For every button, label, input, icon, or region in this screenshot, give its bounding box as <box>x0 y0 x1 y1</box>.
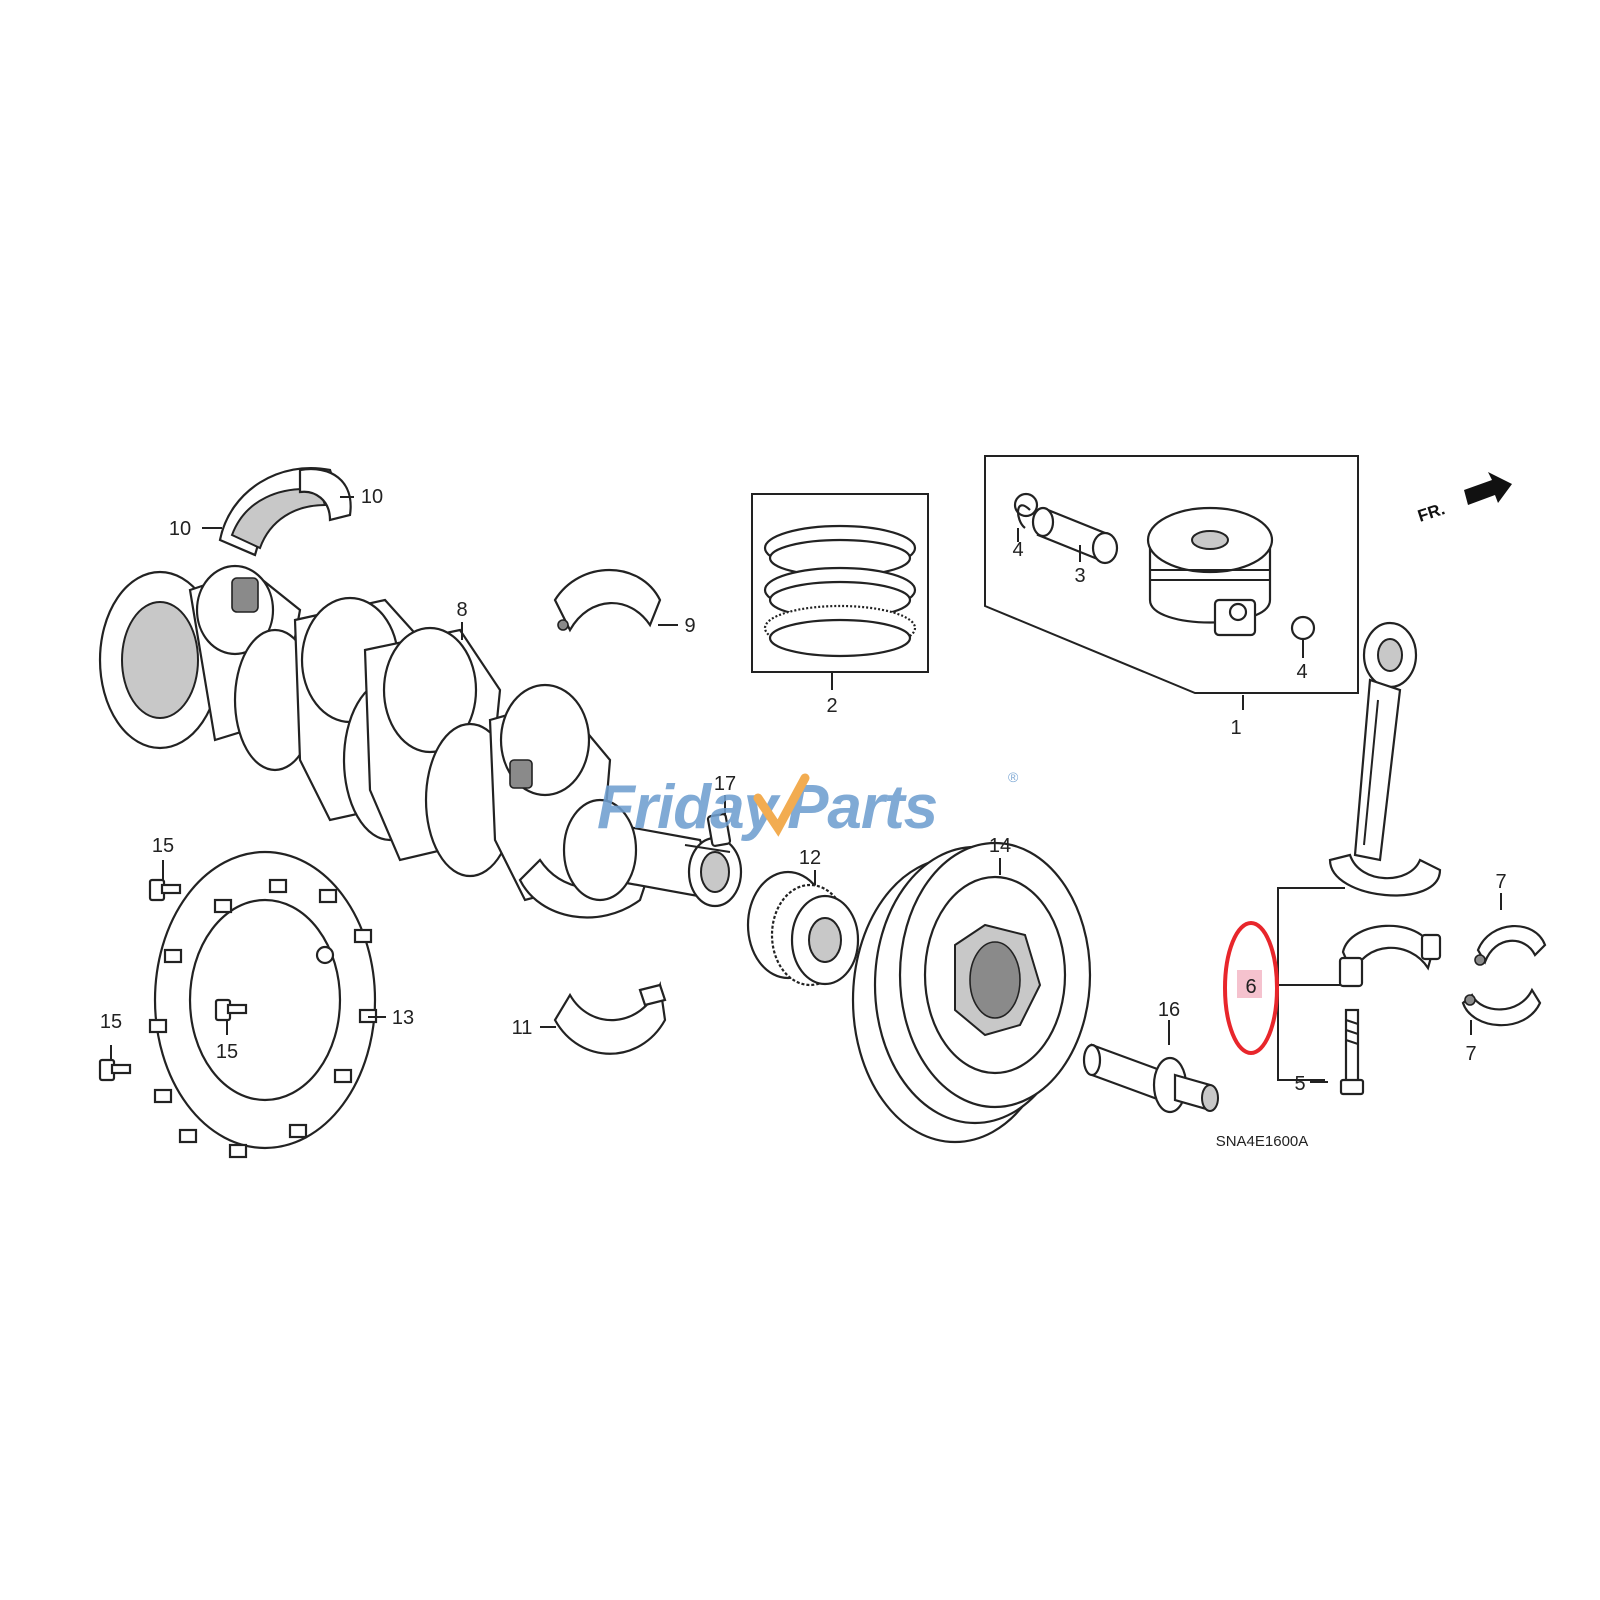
crankshaft-pulley <box>851 841 1092 1144</box>
callout-7: 7 <box>1495 871 1506 893</box>
svg-text:6: 6 <box>1245 976 1256 998</box>
crankshaft <box>98 564 743 919</box>
connecting-rod <box>1328 621 1442 988</box>
watermark-registered: ® <box>1008 769 1019 785</box>
callout-8: 8 <box>456 599 467 621</box>
callout-4: 4 <box>1012 539 1023 561</box>
callout-5: 5 <box>1294 1073 1305 1095</box>
callout-15: 15 <box>216 1041 238 1063</box>
pulley-bolt <box>1082 1043 1219 1114</box>
callout-10: 10 <box>169 518 191 540</box>
watermark-brand-right: Parts <box>787 773 937 842</box>
crank-pulse-plate <box>148 850 378 1159</box>
piston-pin-clip-right <box>1290 615 1316 641</box>
highlight-callout-6: 6 <box>1223 921 1279 1055</box>
callout-9: 9 <box>684 615 695 637</box>
crankshaft-sprocket <box>746 870 860 987</box>
callout-10: 10 <box>361 486 383 508</box>
piston-ring-set <box>751 493 929 673</box>
main-bearing-upper <box>553 569 662 633</box>
callout-3: 3 <box>1074 565 1085 587</box>
callout-labels: 1 2 3 4 4 5 6 7 7 8 9 10 10 11 12 13 14 … <box>100 486 1507 1095</box>
pulse-plate-bolts <box>98 878 248 1082</box>
callout-7: 7 <box>1465 1043 1476 1065</box>
front-direction-indicator <box>1464 472 1512 505</box>
leader-lines <box>110 496 1502 1083</box>
callout-16: 16 <box>1158 999 1180 1021</box>
callout-1: 1 <box>1230 717 1241 739</box>
callout-14: 14 <box>989 835 1011 857</box>
thrust-washers <box>218 467 352 557</box>
watermark-brand-left: Friday <box>597 773 782 842</box>
callout-11: 11 <box>512 1017 533 1039</box>
piston <box>1146 506 1274 637</box>
callout-12: 12 <box>799 847 821 869</box>
diagram-code: SNA4E1600A <box>1216 1133 1309 1150</box>
callout-17: 17 <box>714 773 736 795</box>
connecting-rod-bearings <box>1461 924 1547 1027</box>
callout-15: 15 <box>100 1011 122 1033</box>
piston-pin-clip-left <box>1013 492 1039 529</box>
callout-4: 4 <box>1296 661 1307 683</box>
callout-13: 13 <box>392 1007 414 1029</box>
piston-assembly <box>984 455 1359 694</box>
callout-2: 2 <box>826 695 837 717</box>
main-bearing-lower <box>553 981 667 1055</box>
woodruff-key <box>706 813 732 847</box>
callout-15: 15 <box>152 835 174 857</box>
front-direction-label: FR. <box>1415 499 1447 526</box>
piston-pin <box>1031 506 1119 565</box>
connecting-rod-bolt <box>1339 1008 1365 1096</box>
